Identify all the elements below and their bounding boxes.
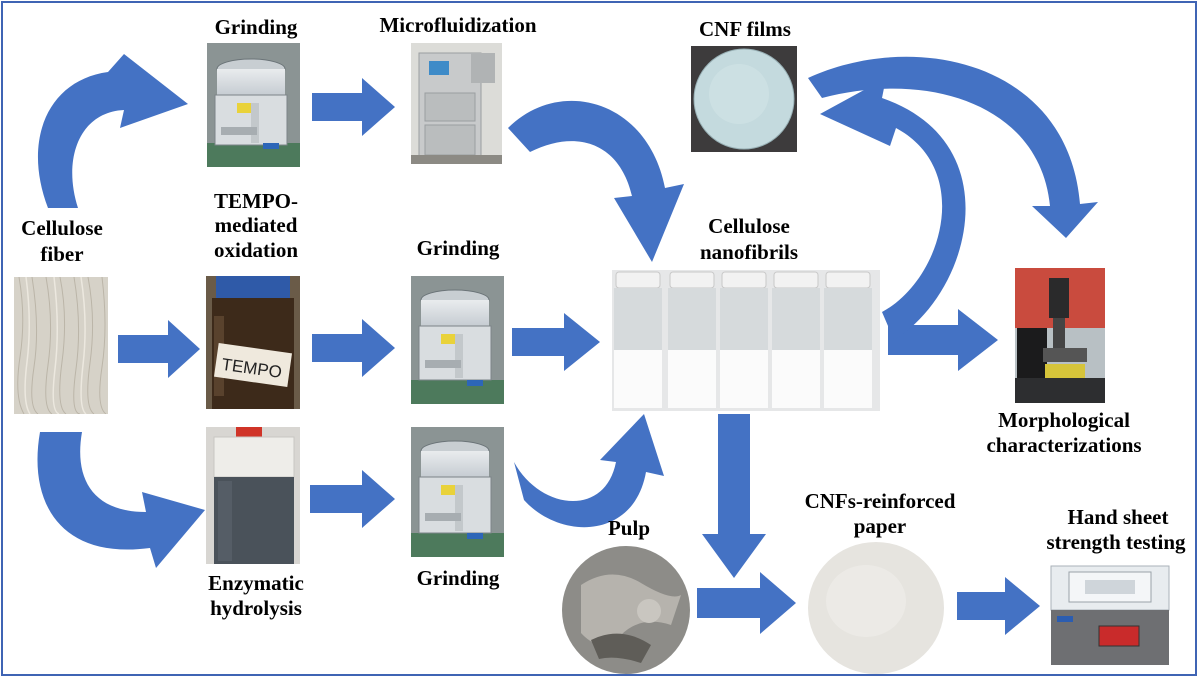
cnf-vials-photo [612, 270, 880, 411]
label-handsheet-line2: strength testing [1046, 530, 1186, 554]
label-microfluidization: Microfluidization [379, 13, 537, 37]
enzymatic-jug-photo [206, 427, 300, 564]
arrow-cnf-to-films-curve [820, 78, 966, 340]
arrow-grinding-to-microfluidization [312, 78, 395, 136]
arrow-fiber-to-tempo [118, 320, 200, 378]
arrow-pulp-to-paper [697, 572, 796, 634]
arrow-fiber-curve-down [37, 432, 205, 568]
label-tempo-line2: mediated [214, 213, 298, 237]
pulp-photo [561, 545, 691, 675]
label-reinforced-line1: CNFs-reinforced [804, 489, 956, 513]
label-enzymatic-line1: Enzymatic [208, 571, 304, 595]
label-tempo-line1: TEMPO- [214, 189, 298, 213]
cnf-film-photo [691, 46, 797, 152]
label-grinding-top: Grinding [214, 15, 298, 39]
strength-tester-photo [1045, 560, 1175, 667]
arrow-fiber-curve-up [37, 54, 189, 208]
arrow-grinding-to-cnf-curve [514, 414, 664, 528]
label-grinding-bottom: Grinding [416, 566, 500, 590]
label-reinforced-line2: paper [853, 514, 907, 538]
grinder-photo-bottom [411, 427, 504, 557]
label-pulp: Pulp [607, 516, 651, 540]
label-morphological-line2: characterizations [986, 433, 1142, 457]
cellulose-fiber-photo [14, 277, 108, 414]
grinder-photo-middle [411, 276, 504, 404]
label-grinding-middle: Grinding [416, 236, 500, 260]
arrow-cnf-to-morphology [888, 309, 998, 371]
cnf-paper-photo [806, 541, 946, 676]
arrow-films-to-morph-curve [808, 56, 1098, 238]
microfluidizer-photo [411, 43, 502, 164]
tempo-bottle-photo: TEMPO [206, 276, 300, 409]
label-handsheet-line1: Hand sheet [1067, 505, 1169, 529]
arrow-grinding-to-cnf [512, 313, 600, 371]
arrow-micro-to-cnf-curve [508, 100, 684, 262]
label-enzymatic-line2: hydrolysis [210, 596, 302, 620]
label-cellulose-fiber-line2: fiber [40, 242, 84, 266]
label-morphological-line1: Morphological [998, 408, 1130, 432]
label-cnf-films: CNF films [699, 17, 791, 41]
grinder-photo-top [207, 43, 300, 167]
arrow-paper-to-testing [957, 577, 1040, 635]
label-tempo-line3: oxidation [213, 238, 299, 262]
label-cnf-line2: nanofibrils [699, 240, 799, 264]
morphology-instrument-photo [1015, 268, 1105, 403]
arrow-enzymatic-to-grinding [310, 470, 395, 528]
label-cnf-line1: Cellulose [708, 214, 790, 238]
arrow-cnf-down [702, 414, 766, 578]
arrow-tempo-to-grinding [312, 319, 395, 377]
label-cellulose-fiber-line1: Cellulose [21, 216, 103, 240]
